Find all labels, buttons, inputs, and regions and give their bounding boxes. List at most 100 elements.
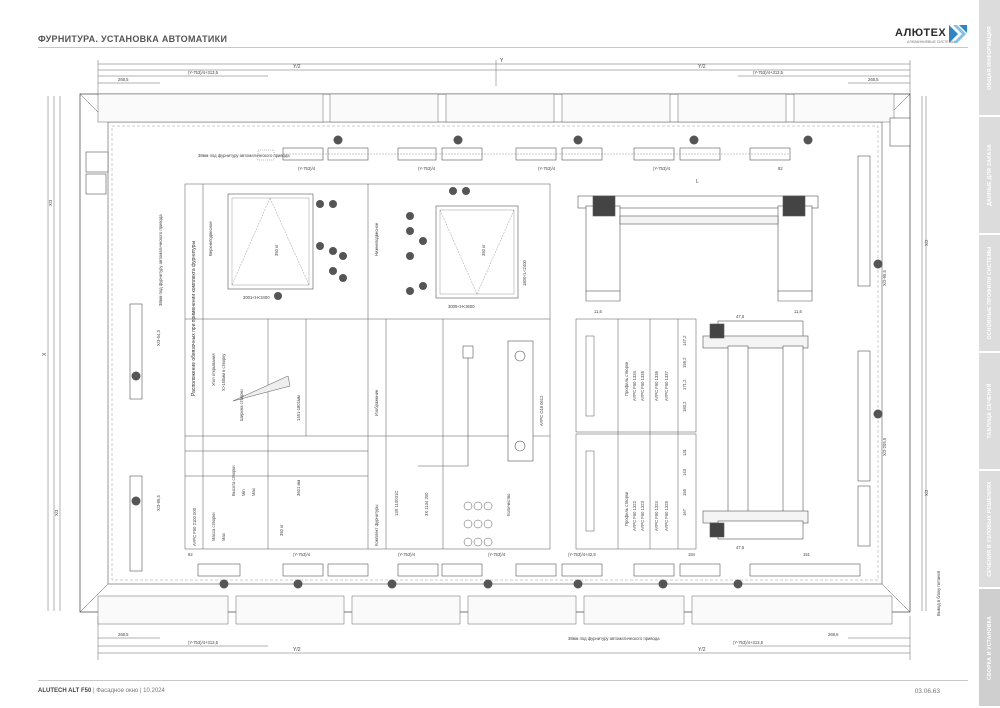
dim-formula-bottom-left: (Y-753)/4+313,5 (188, 640, 219, 645)
dim-268-bottom-right: 268,5 (828, 632, 839, 637)
right-hardware-column (857, 117, 911, 547)
col-height-min: Min (241, 489, 246, 496)
section-top-dim-1: 11,5 (594, 309, 603, 314)
tab-label: ДАННЫЕ ДЛЯ ЗАКАЗА (986, 144, 993, 206)
upper-sash-callouts (274, 200, 347, 300)
section-top-dim-2: 11,5 (794, 309, 803, 314)
dim-y-half-bottom-right: Y/2 (698, 647, 706, 653)
label-hole-top: 38мм под фурнитуру автоматического приво… (198, 153, 290, 158)
hardware-table (184, 183, 551, 550)
dim-y-half-bottom-left: Y/2 (293, 647, 301, 653)
item-callouts-qty: Количество (506, 493, 511, 516)
col-mass-max: Max (221, 532, 226, 541)
col-height-max: Max (251, 487, 256, 496)
tab-sections-table[interactable]: ТАБЛИЦА СЕЧЕНИЙ (979, 353, 1000, 471)
width-value: 1451-1801мм (296, 395, 301, 421)
dim-268-bottom-left: 268,5 (118, 632, 129, 637)
tab-label: СЕЧЕНИЯ В УЗЛОВЫХ РЕШЕНИЯХ (986, 481, 993, 577)
lower-hung-sash (435, 205, 519, 299)
bottom-dimensions (97, 616, 911, 660)
profile-title-a: Профиль створки (624, 361, 629, 396)
brand-logo[interactable]: АЛЮТЕХ АЛЮМИНИЕВЫЕ СИСТЕМЫ (883, 24, 973, 46)
footer-info: ALUTECH ALT F50 | Фасадное окно | 10.202… (38, 688, 165, 694)
tab-general-info[interactable]: ОБЩАЯ ИНФОРМАЦИЯ (979, 0, 1000, 117)
top-hardware-row (282, 147, 791, 161)
set-code: AYPC F50 2100 000 (192, 507, 197, 546)
lower-sash-weight: 350 кг (481, 244, 486, 256)
dim-x2-2055-right: X/2-205,5 (882, 437, 887, 456)
tab-label: ОСНОВНЫЕ ПРОФИЛИ СИСТЕМЫ (986, 246, 993, 340)
tab-label: СБОРКА И УСТАНОВКА (986, 615, 993, 680)
profile-b-2: AYPC F50 1323 (640, 500, 645, 531)
col-mass: Масса створки (211, 512, 216, 541)
logo-icon (949, 25, 967, 43)
val-b-2: 143 (682, 468, 687, 476)
hole-marker (257, 149, 275, 161)
dim-y-half-right: Y/2 (698, 64, 706, 70)
footer-product: ALUTECH ALT F50 (38, 688, 92, 694)
dim-x3-543-left: X/3-54,3 (156, 329, 161, 346)
left-hardware-callouts (131, 371, 141, 506)
profile-title-b: Профиль створки (624, 491, 629, 526)
table-title: Расположение обвязочных при применении к… (191, 241, 197, 396)
footer-date: 10.2024 (143, 688, 165, 694)
section-drawing-top (577, 195, 819, 302)
dim-formula-bottom-right: (Y-753)/4+313,5 (733, 640, 764, 645)
section-drawing-bottom (702, 320, 809, 540)
tab-node-sections[interactable]: СЕЧЕНИЯ В УЗЛОВЫХ РЕШЕНИЯХ (979, 471, 1000, 589)
tab-main-profiles[interactable]: ОСНОВНЫЕ ПРОФИЛИ СИСТЕМЫ (979, 235, 1000, 353)
right-dimensions (921, 96, 927, 611)
lower-sash-callouts (406, 187, 470, 295)
tab-order-data[interactable]: ДАННЫЕ ДЛЯ ЗАКАЗА (979, 117, 1000, 235)
label-hole-left: 38мм под фурнитуру автоматического приво… (158, 214, 163, 306)
section-top-L: L (696, 179, 699, 185)
dim-x3-955-left: X/3-95,5 (156, 494, 161, 511)
val-a-3: 171,2 (682, 379, 687, 390)
col-opening-angle: Угол открывания (211, 353, 216, 386)
profile-a-3: AYPC F50 1336 (654, 370, 659, 401)
dim-429-bottom: (Y-753)/4+42,9 (568, 552, 596, 557)
upper-sash-weight: 350 кг (274, 244, 279, 256)
cable-diagram (418, 340, 534, 467)
profile-a-4: AYPC F50 1337 (664, 370, 669, 401)
technical-drawing: Y Y/2 Y/2 (Y-753)/4+313,5 (Y-753)/4+313,… (42, 58, 941, 660)
tab-assembly[interactable]: СБОРКА И УСТАНОВКА (979, 589, 1000, 708)
dim-82-bottom: 82 (188, 552, 193, 557)
profile-b-4: AYPC F50 1325 (664, 500, 669, 531)
dim-x3-left-3: X/3 (54, 509, 59, 516)
dim-x3-left-1: X/3 (48, 199, 53, 206)
profile-b-3: AYPC F50 1324 (654, 500, 659, 531)
footer-sep-1: | (93, 688, 97, 694)
opening-upper: Верхнеподвесное (208, 221, 213, 256)
section-bottom-dim-top: 47,5 (736, 314, 745, 319)
bottom-hardware-row (197, 563, 861, 577)
val-b-4: 167 (682, 508, 687, 516)
dim-y-total: Y (500, 58, 504, 64)
left-hardware-column (85, 151, 143, 572)
bottom-hardware-callouts (219, 579, 743, 589)
dim-formula-top-row-3: (Y-753)/4 (538, 166, 556, 171)
upper-hung-sash (227, 193, 314, 290)
tab-label: ОБЩАЯ ИНФОРМАЦИЯ (986, 25, 993, 90)
dim-formula-top-row-4: (Y-753)/4 (653, 166, 671, 171)
height-value: 3601 мм (296, 480, 301, 496)
dim-x-total: X (42, 352, 48, 356)
label-hole-bottom: 38мм под фурнитуру автоматического приво… (568, 636, 660, 641)
lower-sash-height-dim: 1800<L<2400 (522, 259, 527, 286)
dim-82-top: 82 (778, 166, 783, 171)
dim-formula-top-row-2: (Y-753)/4 (418, 166, 436, 171)
dim-y-half-left: Y/2 (293, 64, 301, 70)
val-b-1: 131 (682, 448, 687, 456)
cable-code: AYPC C48 0612 (539, 395, 544, 426)
label-power-output: Вывод в блоку питания (936, 571, 941, 616)
val-a-4: 183,2 (682, 401, 687, 412)
logo-text: АЛЮТЕХ (895, 27, 947, 39)
top-hardware-callouts (333, 135, 813, 145)
tab-label: ТАБЛИЦА СЕЧЕНИЙ (986, 383, 993, 439)
left-dimensions (47, 96, 61, 611)
dim-formula-top-right: (Y-753)/4+313,5 (753, 70, 784, 75)
col-width: Ширина створки (239, 389, 244, 421)
dim-formula-bottom-row-2: (Y-753)/4 (398, 552, 416, 557)
col-height: Высота створки (231, 465, 236, 496)
item1-code: 13X 110031C (394, 491, 399, 516)
